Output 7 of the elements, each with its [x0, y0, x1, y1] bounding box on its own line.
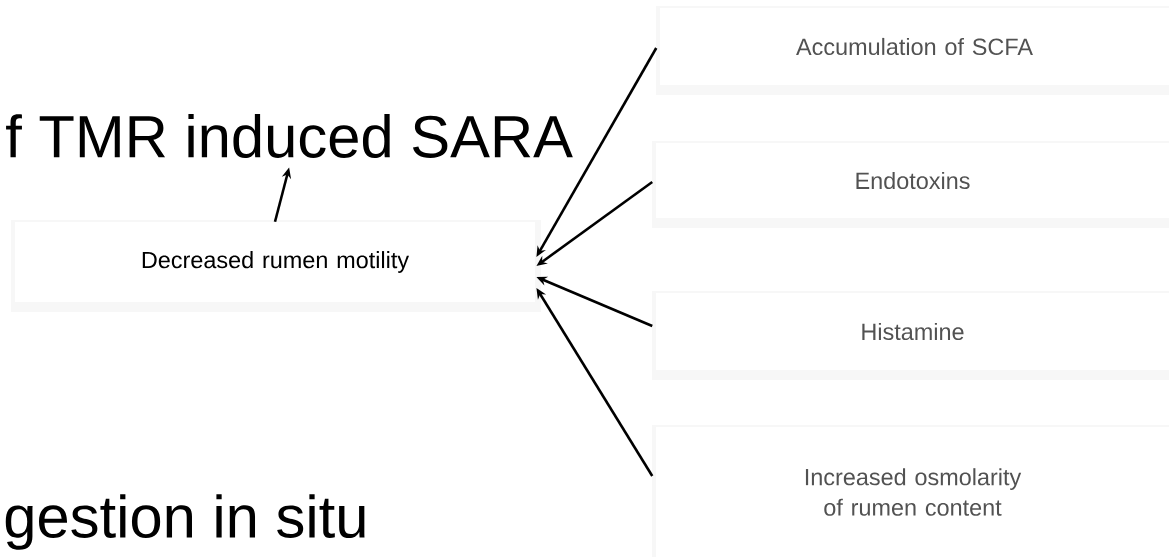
note-text: gestion in situ: [5, 494, 365, 550]
factor-box: Accumulation of SCFA: [656, 6, 1169, 95]
factor-box: Increased osmolarity of rumen content: [652, 425, 1169, 557]
factor-box: Decreased rumen motility: [11, 220, 541, 312]
heading-text: f TMR induced SARA: [6, 114, 573, 158]
factor-box: Endotoxins: [652, 141, 1169, 228]
factor-box: Histamine: [652, 291, 1169, 380]
